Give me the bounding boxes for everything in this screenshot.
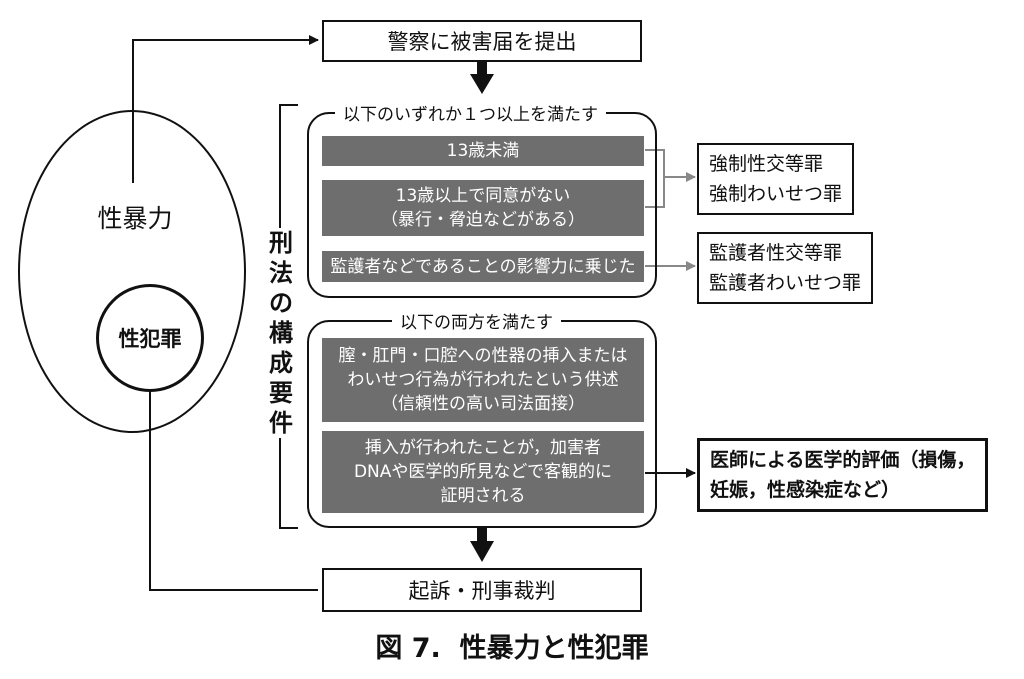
group1-legend: 以下のいずれか１つ以上を満たす [335, 100, 606, 125]
group2-item-testimony-line3: （信頼性の高い司法面接） [381, 394, 585, 414]
group2-item-testimony-line1: 膣・肛門・口腔への性器の挿入または [338, 346, 628, 366]
group1-item-no-consent-line2: （暴行・脅迫などがある） [381, 210, 585, 230]
group1-item-guardian-text: 監護者などであることの影響力に乗じた [330, 256, 636, 277]
result-forced-intercourse-line2: 強制わいせつ罪 [709, 183, 843, 205]
result-guardian-line2: 監護者わいせつ罪 [709, 272, 862, 294]
legal-requirements-text: 刑法の構成要件 [269, 229, 295, 437]
violence-circle [18, 110, 246, 433]
group2-item-evidence: 挿入が行われたことが，加害者 DNAや医学的所見などで客観的に 証明される [322, 431, 644, 513]
police-report-box: 警察に被害届を提出 [322, 20, 642, 62]
down-arrow-top-shaft [477, 62, 487, 76]
result-medical-line2: 妊娠，性感染症など） [710, 479, 901, 501]
figure-caption: 図 7. 性暴力と性犯罪 [375, 633, 649, 664]
group2-legend: 以下の両方を満たす [392, 308, 561, 333]
group1-item-no-consent-line1: 13歳以上で同意がない [395, 186, 571, 206]
result-forced-intercourse-line1: 強制性交等罪 [709, 153, 824, 175]
trial-text: 起訴・刑事裁判 [408, 579, 556, 603]
group2-item-testimony: 膣・肛門・口腔への性器の挿入または わいせつ行為が行われたという供述 （信頼性の… [322, 338, 644, 422]
bracket-group1 [645, 149, 665, 208]
violence-label: 性暴力 [90, 199, 180, 235]
result-guardian-box: 監護者性交等罪 監護者わいせつ罪 [697, 232, 874, 304]
down-arrow-top-head [470, 74, 494, 94]
group2-item-evidence-line2: DNAや医学的所見などで客観的に [353, 462, 613, 482]
group1-item-no-consent: 13歳以上で同意がない （暴行・脅迫などがある） [322, 180, 644, 236]
crime-label: 性犯罪 [118, 327, 182, 351]
trial-box: 起訴・刑事裁判 [322, 568, 642, 612]
legal-requirements-label: 刑法の構成要件 [268, 228, 296, 438]
group1-item-guardian: 監護者などであることの影響力に乗じた [322, 251, 644, 282]
group2-item-testimony-line2: わいせつ行為が行われたという供述 [347, 370, 619, 390]
down-arrow-bottom-shaft [477, 527, 487, 543]
result-medical-box: 医師による医学的評価（損傷， 妊娠，性感染症など） [697, 438, 989, 512]
police-report-text: 警察に被害届を提出 [387, 30, 577, 54]
group2-item-evidence-line3: 証明される [440, 486, 526, 506]
result-guardian-line1: 監護者性交等罪 [709, 242, 843, 264]
group1-item-under13: 13歳未満 [322, 136, 644, 166]
result-medical-line1: 医師による医学的評価（損傷， [710, 449, 976, 471]
down-arrow-bottom-head [470, 541, 494, 562]
crime-circle [96, 284, 204, 392]
group1-item-under13-text: 13歳未満 [446, 141, 520, 161]
group2-item-evidence-line1: 挿入が行われたことが，加害者 [364, 438, 602, 458]
result-forced-intercourse-box: 強制性交等罪 強制わいせつ罪 [697, 143, 855, 215]
